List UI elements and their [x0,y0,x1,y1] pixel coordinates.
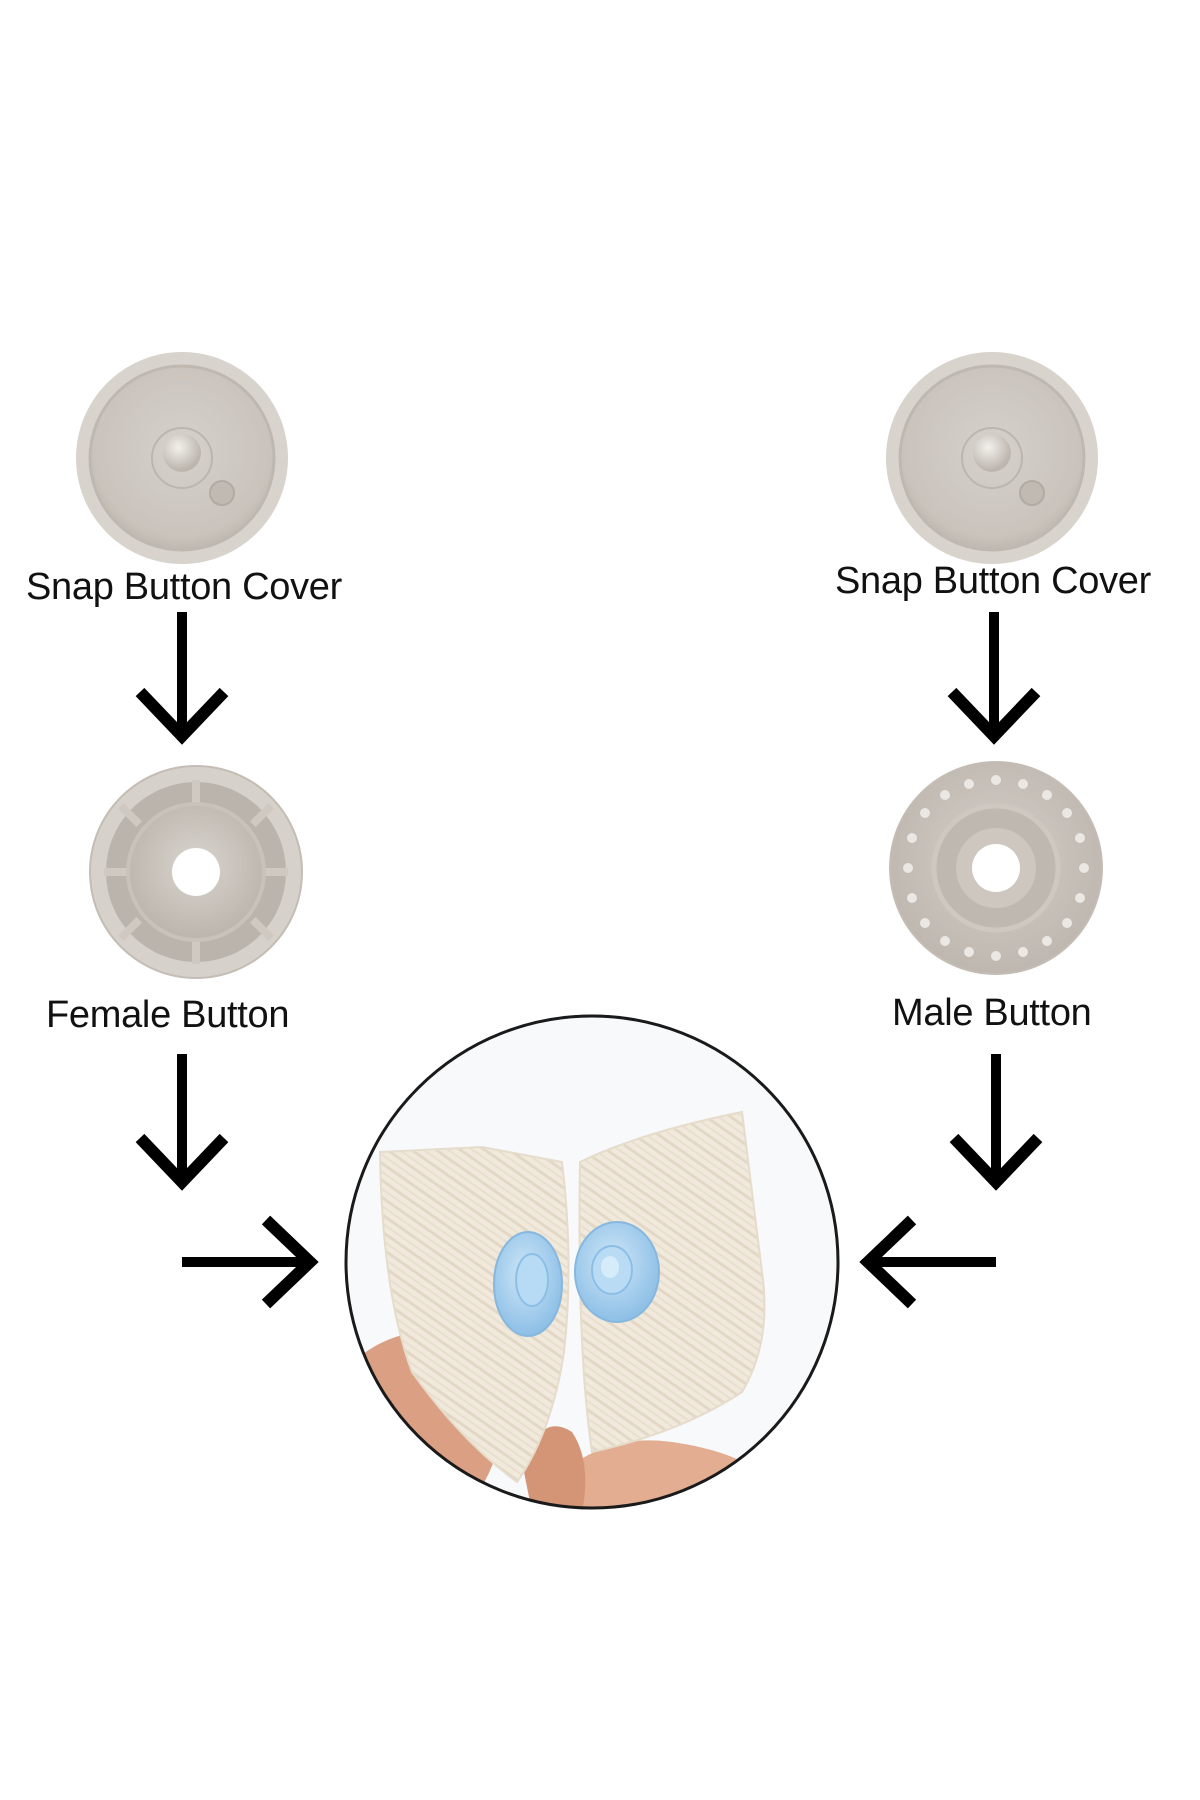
assembled-snap-photo [344,1014,840,1510]
female-button-label: Female Button [46,994,290,1036]
right-snap-button-cover [886,352,1098,564]
arrow-down-icon [135,1054,229,1191]
arrow-down-icon [135,612,229,745]
male-button [889,761,1103,975]
arrow-down-icon [947,612,1041,745]
left-cover-label: Snap Button Cover [26,566,342,608]
arrow-right-icon [182,1215,319,1309]
male-button-label: Male Button [892,992,1092,1034]
arrow-down-icon [949,1054,1043,1191]
right-cover-label: Snap Button Cover [835,560,1151,602]
left-snap-button-cover [76,352,288,564]
arrow-left-icon [859,1215,996,1309]
female-button [89,765,303,979]
